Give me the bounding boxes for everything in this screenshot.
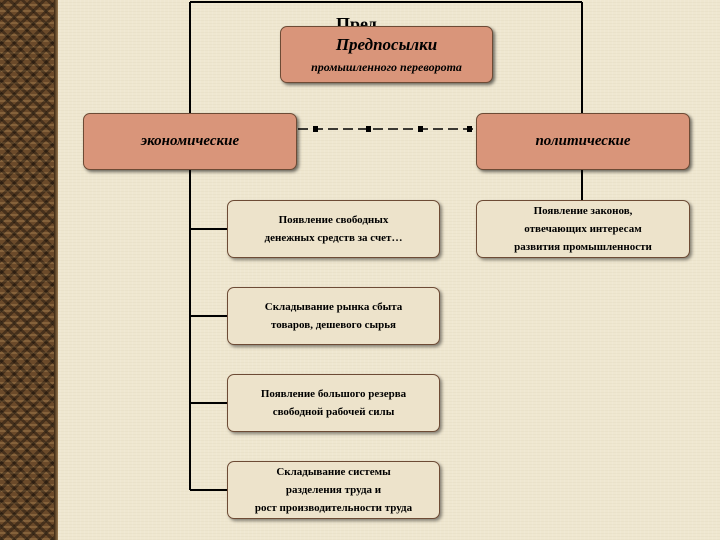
item-line: Складывание системы bbox=[276, 466, 391, 478]
item-line: отвечающих интересам bbox=[524, 223, 642, 235]
category-label-political: политические bbox=[535, 133, 631, 149]
economic-item-2: Складывание рынка сбыта товаров, дешевог… bbox=[227, 287, 440, 345]
root-subtitle: промышленного переворота bbox=[311, 59, 462, 74]
item-line: денежных средств за счет… bbox=[264, 232, 403, 244]
item-line: рост производительности труда bbox=[254, 502, 413, 514]
item-line: развития промышленности bbox=[514, 241, 652, 253]
item-line: Появление большого резерва bbox=[260, 388, 407, 400]
item-line: разделения труда и bbox=[285, 484, 382, 496]
item-line: товаров, дешевого сырья bbox=[270, 319, 397, 331]
item-line: свободной рабочей силы bbox=[272, 406, 395, 418]
item-line: Появление свободных bbox=[278, 214, 389, 226]
category-box-political: политические bbox=[476, 113, 690, 170]
category-box-economic: экономические bbox=[83, 113, 297, 170]
root-box: Предпосылки промышленного переворота bbox=[280, 26, 493, 83]
political-item-1: Появление законов, отвечающих интересам … bbox=[476, 200, 690, 258]
category-label-economic: экономические bbox=[140, 133, 240, 149]
item-line: Складывание рынка сбыта bbox=[264, 301, 403, 313]
economic-item-3: Появление большого резерва свободной раб… bbox=[227, 374, 440, 432]
link-marker-3 bbox=[418, 126, 423, 132]
link-marker-4 bbox=[467, 126, 472, 132]
economic-item-4: Складывание системы разделения труда и р… bbox=[227, 461, 440, 519]
economic-item-1: Появление свободных денежных средств за … bbox=[227, 200, 440, 258]
sidebar-edge bbox=[54, 0, 58, 540]
sidebar-texture bbox=[0, 0, 54, 540]
item-line: Появление законов, bbox=[533, 205, 633, 217]
link-marker-2 bbox=[366, 126, 371, 132]
link-marker-1 bbox=[313, 126, 318, 132]
root-title: Предпосылки bbox=[335, 34, 438, 54]
